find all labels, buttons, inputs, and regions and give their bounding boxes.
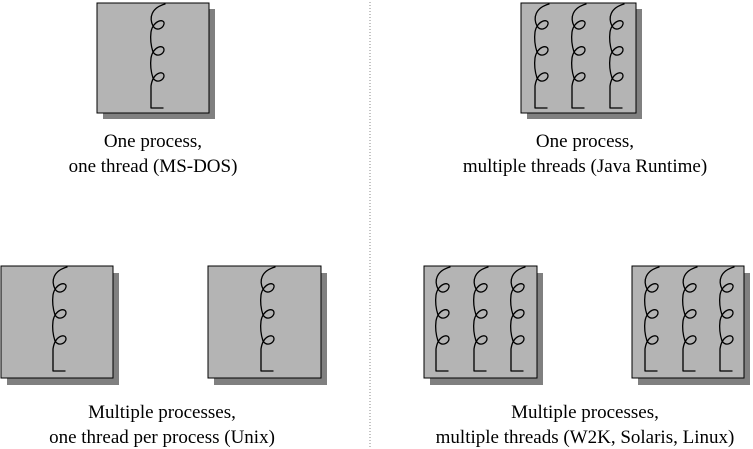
thread-icon bbox=[533, 3, 550, 109]
caption-line-1: Multiple processes, bbox=[88, 402, 236, 423]
caption-line-2: multiple threads (W2K, Solaris, Linux) bbox=[436, 427, 735, 448]
thread-icon bbox=[434, 266, 451, 372]
process-box-icon bbox=[96, 2, 210, 114]
process-box-icon bbox=[207, 265, 322, 379]
quadrant-multiple-processes-one-thread: Multiple processes, one thread per proce… bbox=[0, 265, 327, 448]
thread-icon bbox=[643, 266, 660, 372]
thread-icon bbox=[608, 3, 625, 109]
process-box-icon bbox=[631, 265, 745, 379]
caption-line-2: multiple threads (Java Runtime) bbox=[463, 156, 707, 177]
caption-line-1: Multiple processes, bbox=[511, 402, 659, 423]
process-box-icon bbox=[0, 265, 114, 379]
caption-line-1: One process, bbox=[536, 131, 634, 152]
caption-line-1: One process, bbox=[104, 131, 202, 152]
thread-icon bbox=[570, 3, 587, 109]
process-box-icon bbox=[520, 2, 637, 114]
thread-icon bbox=[681, 266, 698, 372]
thread-icon bbox=[509, 266, 526, 372]
thread-icon bbox=[718, 266, 735, 372]
caption-line-2: one thread per process (Unix) bbox=[49, 427, 275, 448]
caption-line-2: one thread (MS-DOS) bbox=[69, 156, 238, 177]
quadrant-one-process-multiple-threads: One process, multiple threads (Java Runt… bbox=[463, 2, 707, 177]
quadrant-one-process-one-thread: One process, one thread (MS-DOS) bbox=[69, 2, 238, 177]
quadrant-multiple-processes-multiple-threads: Multiple processes, multiple threads (W2… bbox=[423, 265, 750, 448]
process-box-icon bbox=[423, 265, 538, 379]
thread-icon bbox=[472, 266, 489, 372]
thread-icon bbox=[149, 3, 166, 109]
thread-icon bbox=[259, 266, 276, 372]
thread-icon bbox=[51, 266, 68, 372]
